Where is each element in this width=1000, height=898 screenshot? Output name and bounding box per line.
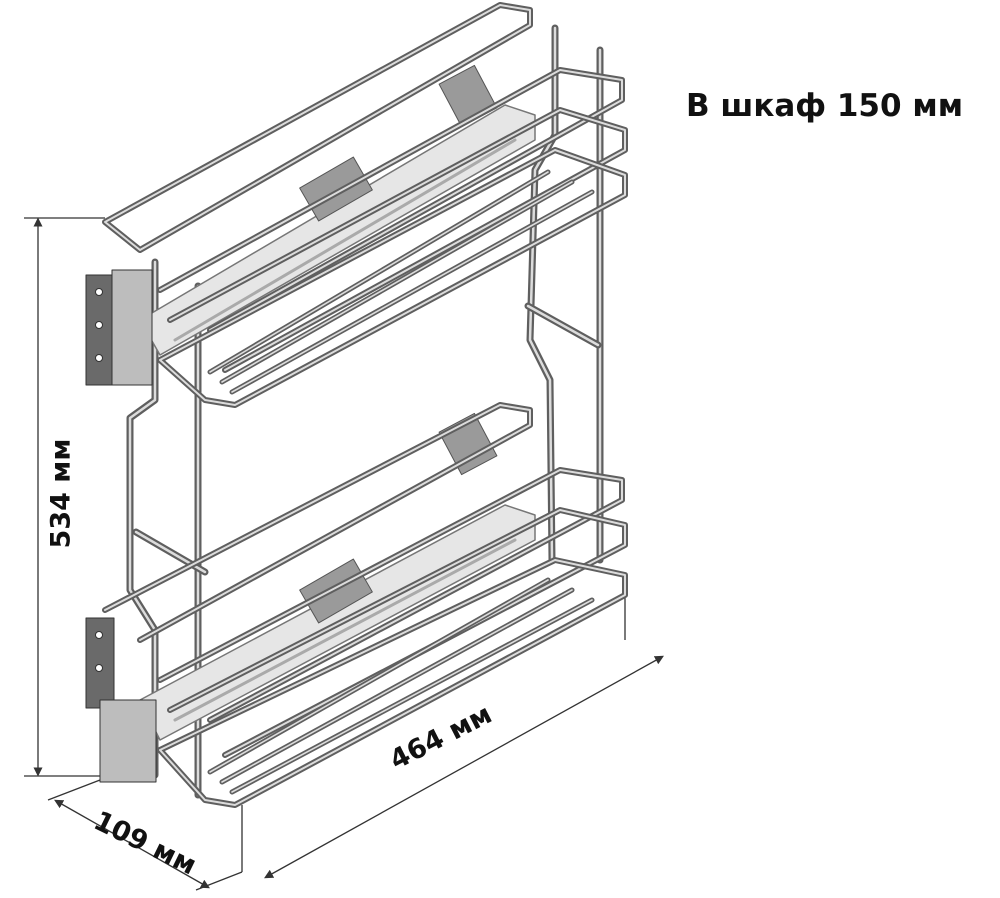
cabinet-size-label: В шкаф 150 мм — [686, 88, 964, 124]
depth-dimension-line — [264, 655, 664, 879]
lower-basket — [85, 402, 628, 808]
width-extension-left — [47, 779, 101, 801]
height-dimension-label: 534 мм — [45, 438, 77, 549]
upper-basket — [85, 2, 628, 408]
width-dimension-line — [54, 799, 210, 889]
width-extension-right — [195, 871, 243, 891]
dimension-lines — [24, 217, 664, 891]
